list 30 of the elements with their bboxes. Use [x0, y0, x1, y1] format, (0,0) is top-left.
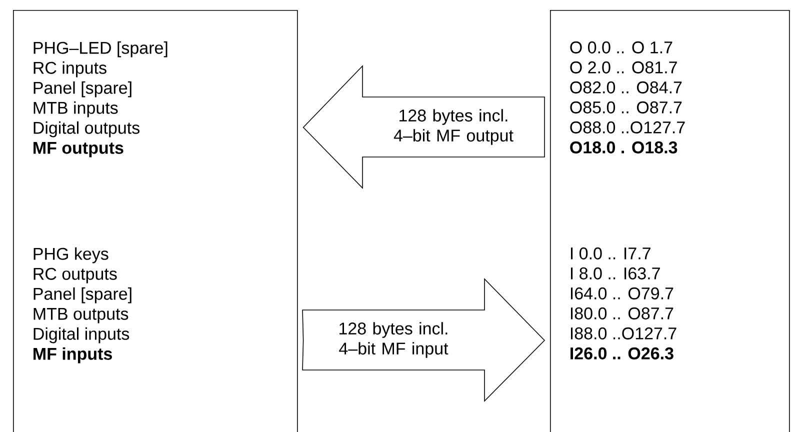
edge-label: 128 bytes incl. 4–bit MF input: [339, 322, 448, 358]
address-range: I 0.0 .. I7.7: [570, 247, 650, 260]
signal-label: Digital inputs: [34, 327, 130, 344]
address-range: I26.0 .. O26.3: [570, 347, 674, 360]
address-range: I64.0 .. O79.7: [570, 287, 674, 300]
signal-label: MF inputs: [34, 347, 112, 364]
signal-label: PHG–LED [spare]: [34, 41, 168, 58]
block-arrow: [302, 65, 545, 189]
signal-label: MF outputs: [34, 142, 124, 158]
address-range: I80.0 .. O87.7: [570, 307, 674, 320]
signal-label: PHG keys: [34, 247, 108, 264]
address-range: O 0.0 .. O 1.7: [570, 41, 672, 54]
signal-label: Digital outputs: [34, 121, 140, 138]
address-range: I88.0 ..O127.7: [570, 327, 676, 340]
address-range-box: [550, 10, 790, 432]
address-range: O88.0 ..O127.7: [570, 121, 685, 134]
signal-label: RC outputs: [34, 268, 117, 284]
address-range: I 8.0 .. I63.7: [570, 267, 660, 280]
address-range: O 2.0 .. O81.7: [570, 61, 677, 74]
signal-label: RC inputs: [34, 61, 106, 78]
signal-label: MTB outputs: [34, 308, 128, 324]
signal-label: MTB inputs: [34, 101, 118, 118]
signal-label: Panel [spare]: [34, 81, 132, 98]
signal-list-box: [13, 10, 298, 432]
address-range: O85.0 .. O87.7: [570, 101, 682, 114]
address-range: O18.0 . O18.3: [570, 141, 678, 154]
block-arrow: [302, 278, 546, 402]
signal-label: Panel [spare]: [34, 287, 132, 304]
address-range: O82.0 .. O84.7: [570, 81, 682, 94]
edge-label: 128 bytes incl. 4–bit MF output: [394, 109, 514, 145]
